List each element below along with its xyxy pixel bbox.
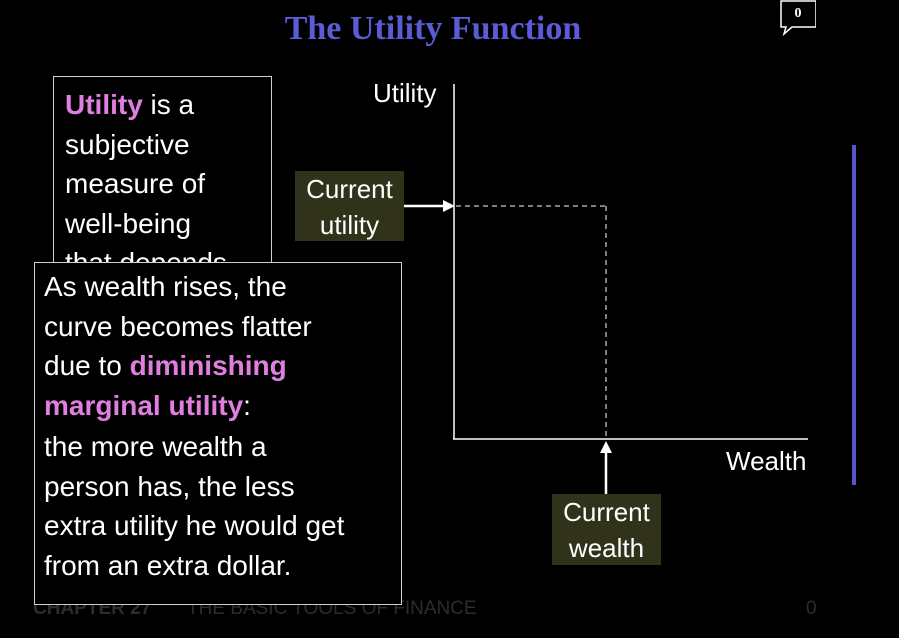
diminishing-utility-box: As wealth rises, the curve becomes flatt… — [34, 262, 402, 605]
current-wealth-line1: Current — [563, 497, 650, 527]
x-axis-label: Wealth — [726, 446, 807, 476]
definition-line3: measure of — [65, 168, 206, 199]
current-utility-arrowhead — [443, 200, 455, 212]
comment-count: 0 — [794, 6, 802, 21]
explanation-line2: curve becomes flatter — [44, 310, 312, 342]
utility-term: Utility — [65, 89, 143, 120]
explanation-line3-prefix: due to — [44, 350, 130, 381]
explanation-para2-line3: extra utility he would get — [44, 510, 345, 541]
footer-page-number: 0 — [806, 598, 817, 619]
explanation-para2-line4: from an extra dollar. — [44, 549, 292, 581]
utility-definition-box: Utility is a subjective measure of well-… — [53, 76, 272, 276]
current-wealth-line2: wealth — [568, 533, 645, 563]
explanation-para2-line2: person has, the less — [44, 470, 295, 502]
current-wealth-arrowhead — [600, 441, 612, 453]
slide-title: The Utility Function — [284, 10, 582, 47]
definition-line1-rest: is a — [142, 89, 195, 120]
comment-bubble-icon[interactable]: 0 — [780, 0, 816, 36]
definition-line2: subjective — [65, 128, 190, 160]
term-suffix: : — [243, 389, 251, 421]
explanation-line1: As wealth rises, the — [44, 271, 287, 302]
accent-bar — [852, 145, 856, 485]
marginal-utility-term: marginal utility — [44, 389, 244, 421]
current-wealth-label: Current wealth — [552, 494, 661, 565]
current-utility-line2: utility — [319, 210, 380, 240]
y-axis-label: Utility — [373, 78, 437, 108]
current-utility-line1: Current — [306, 174, 393, 204]
diminishing-term: diminishing — [129, 350, 287, 381]
current-utility-label: Current utility — [295, 171, 404, 241]
explanation-para2-line1: the more wealth a — [44, 431, 267, 462]
definition-line4: well-being — [65, 207, 192, 239]
